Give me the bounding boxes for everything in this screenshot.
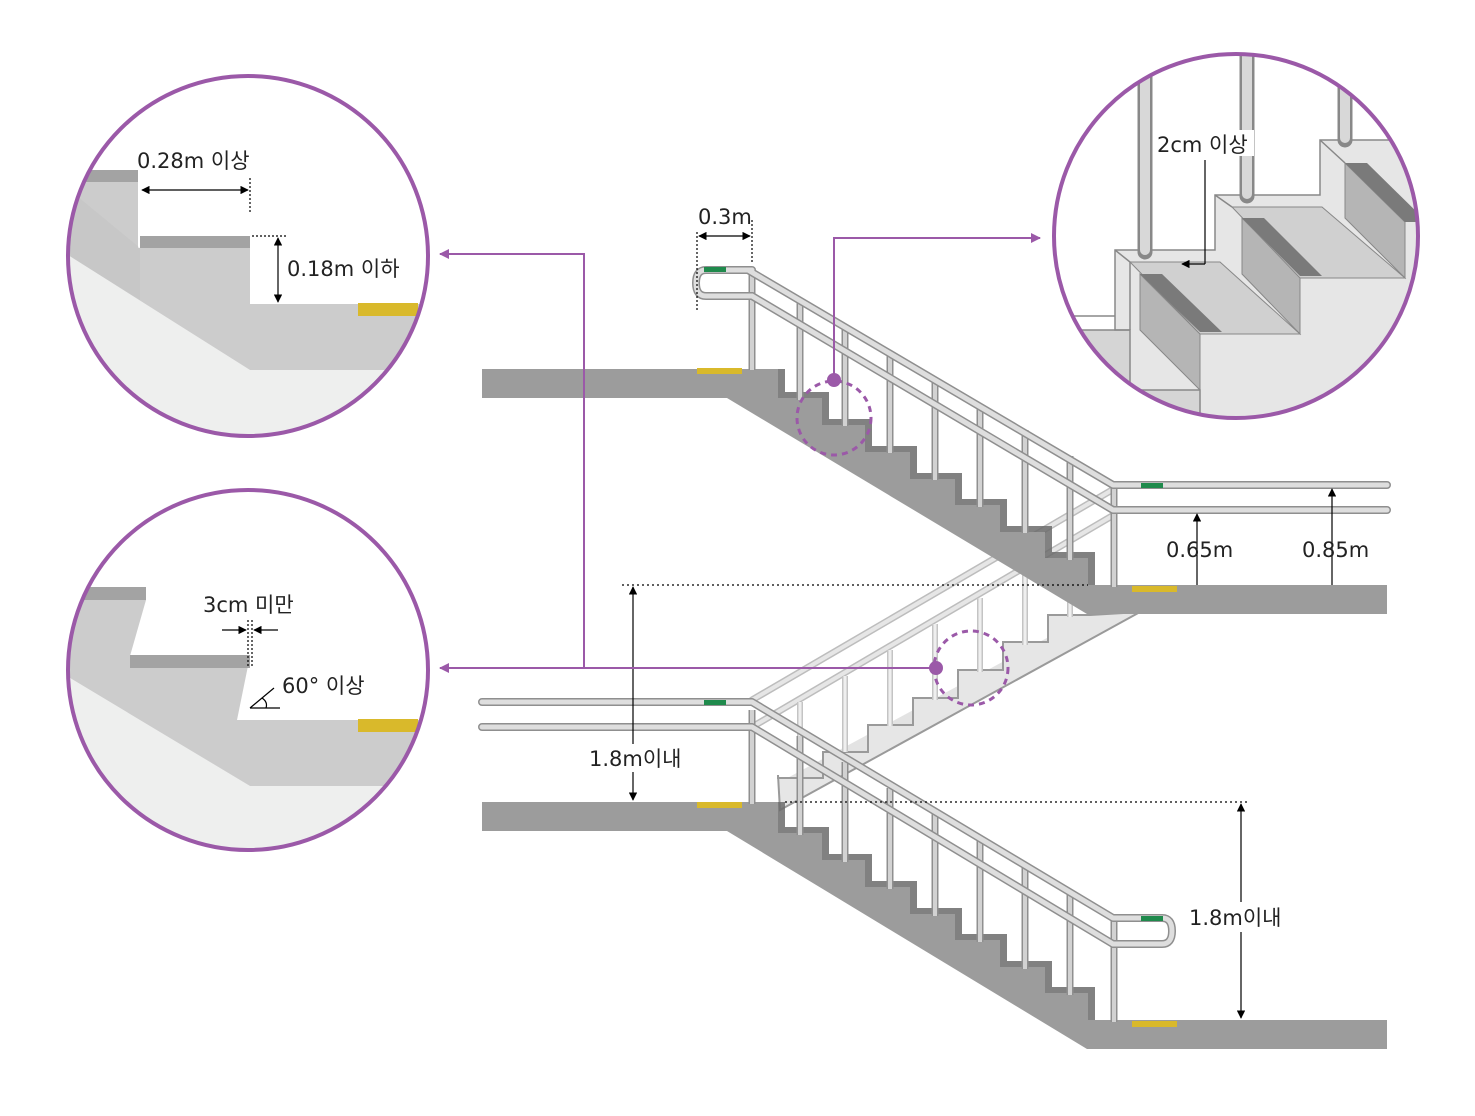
label-nonslip-offset: 2cm 이상: [1157, 133, 1248, 157]
callout-connectors: [439, 233, 1041, 707]
label-tread-depth: 0.28m 이상: [137, 149, 250, 173]
detail-nosing: 3cm 미만 60° 이상: [66, 488, 430, 852]
middle-flight: [748, 486, 1141, 812]
lower-flight: [478, 698, 1387, 1049]
detail-tread-riser: 0.28m 이상 0.18m 이하: [66, 74, 430, 438]
callout-dot-nonslip: [827, 373, 841, 387]
upper-flight: [482, 266, 1391, 614]
label-rise-limit-left: 1.8m이내: [589, 747, 682, 771]
label-handrail-extension: 0.3m: [698, 205, 752, 229]
label-upper-rail-height: 0.85m: [1302, 538, 1369, 562]
label-riser-height: 0.18m 이하: [287, 257, 400, 281]
label-lower-rail-height: 0.65m: [1166, 538, 1233, 562]
detail-nonslip: 2cm 이상: [1052, 52, 1420, 420]
callout-dot-nosing: [929, 661, 943, 675]
label-rise-limit-right: 1.8m이내: [1189, 906, 1282, 930]
label-riser-angle: 60° 이상: [282, 674, 365, 698]
main-dimension-labels: 0.3m 0.65m 0.85m 1.8m이내 1.8m이내: [586, 204, 1369, 932]
label-nosing-projection: 3cm 미만: [203, 593, 294, 617]
